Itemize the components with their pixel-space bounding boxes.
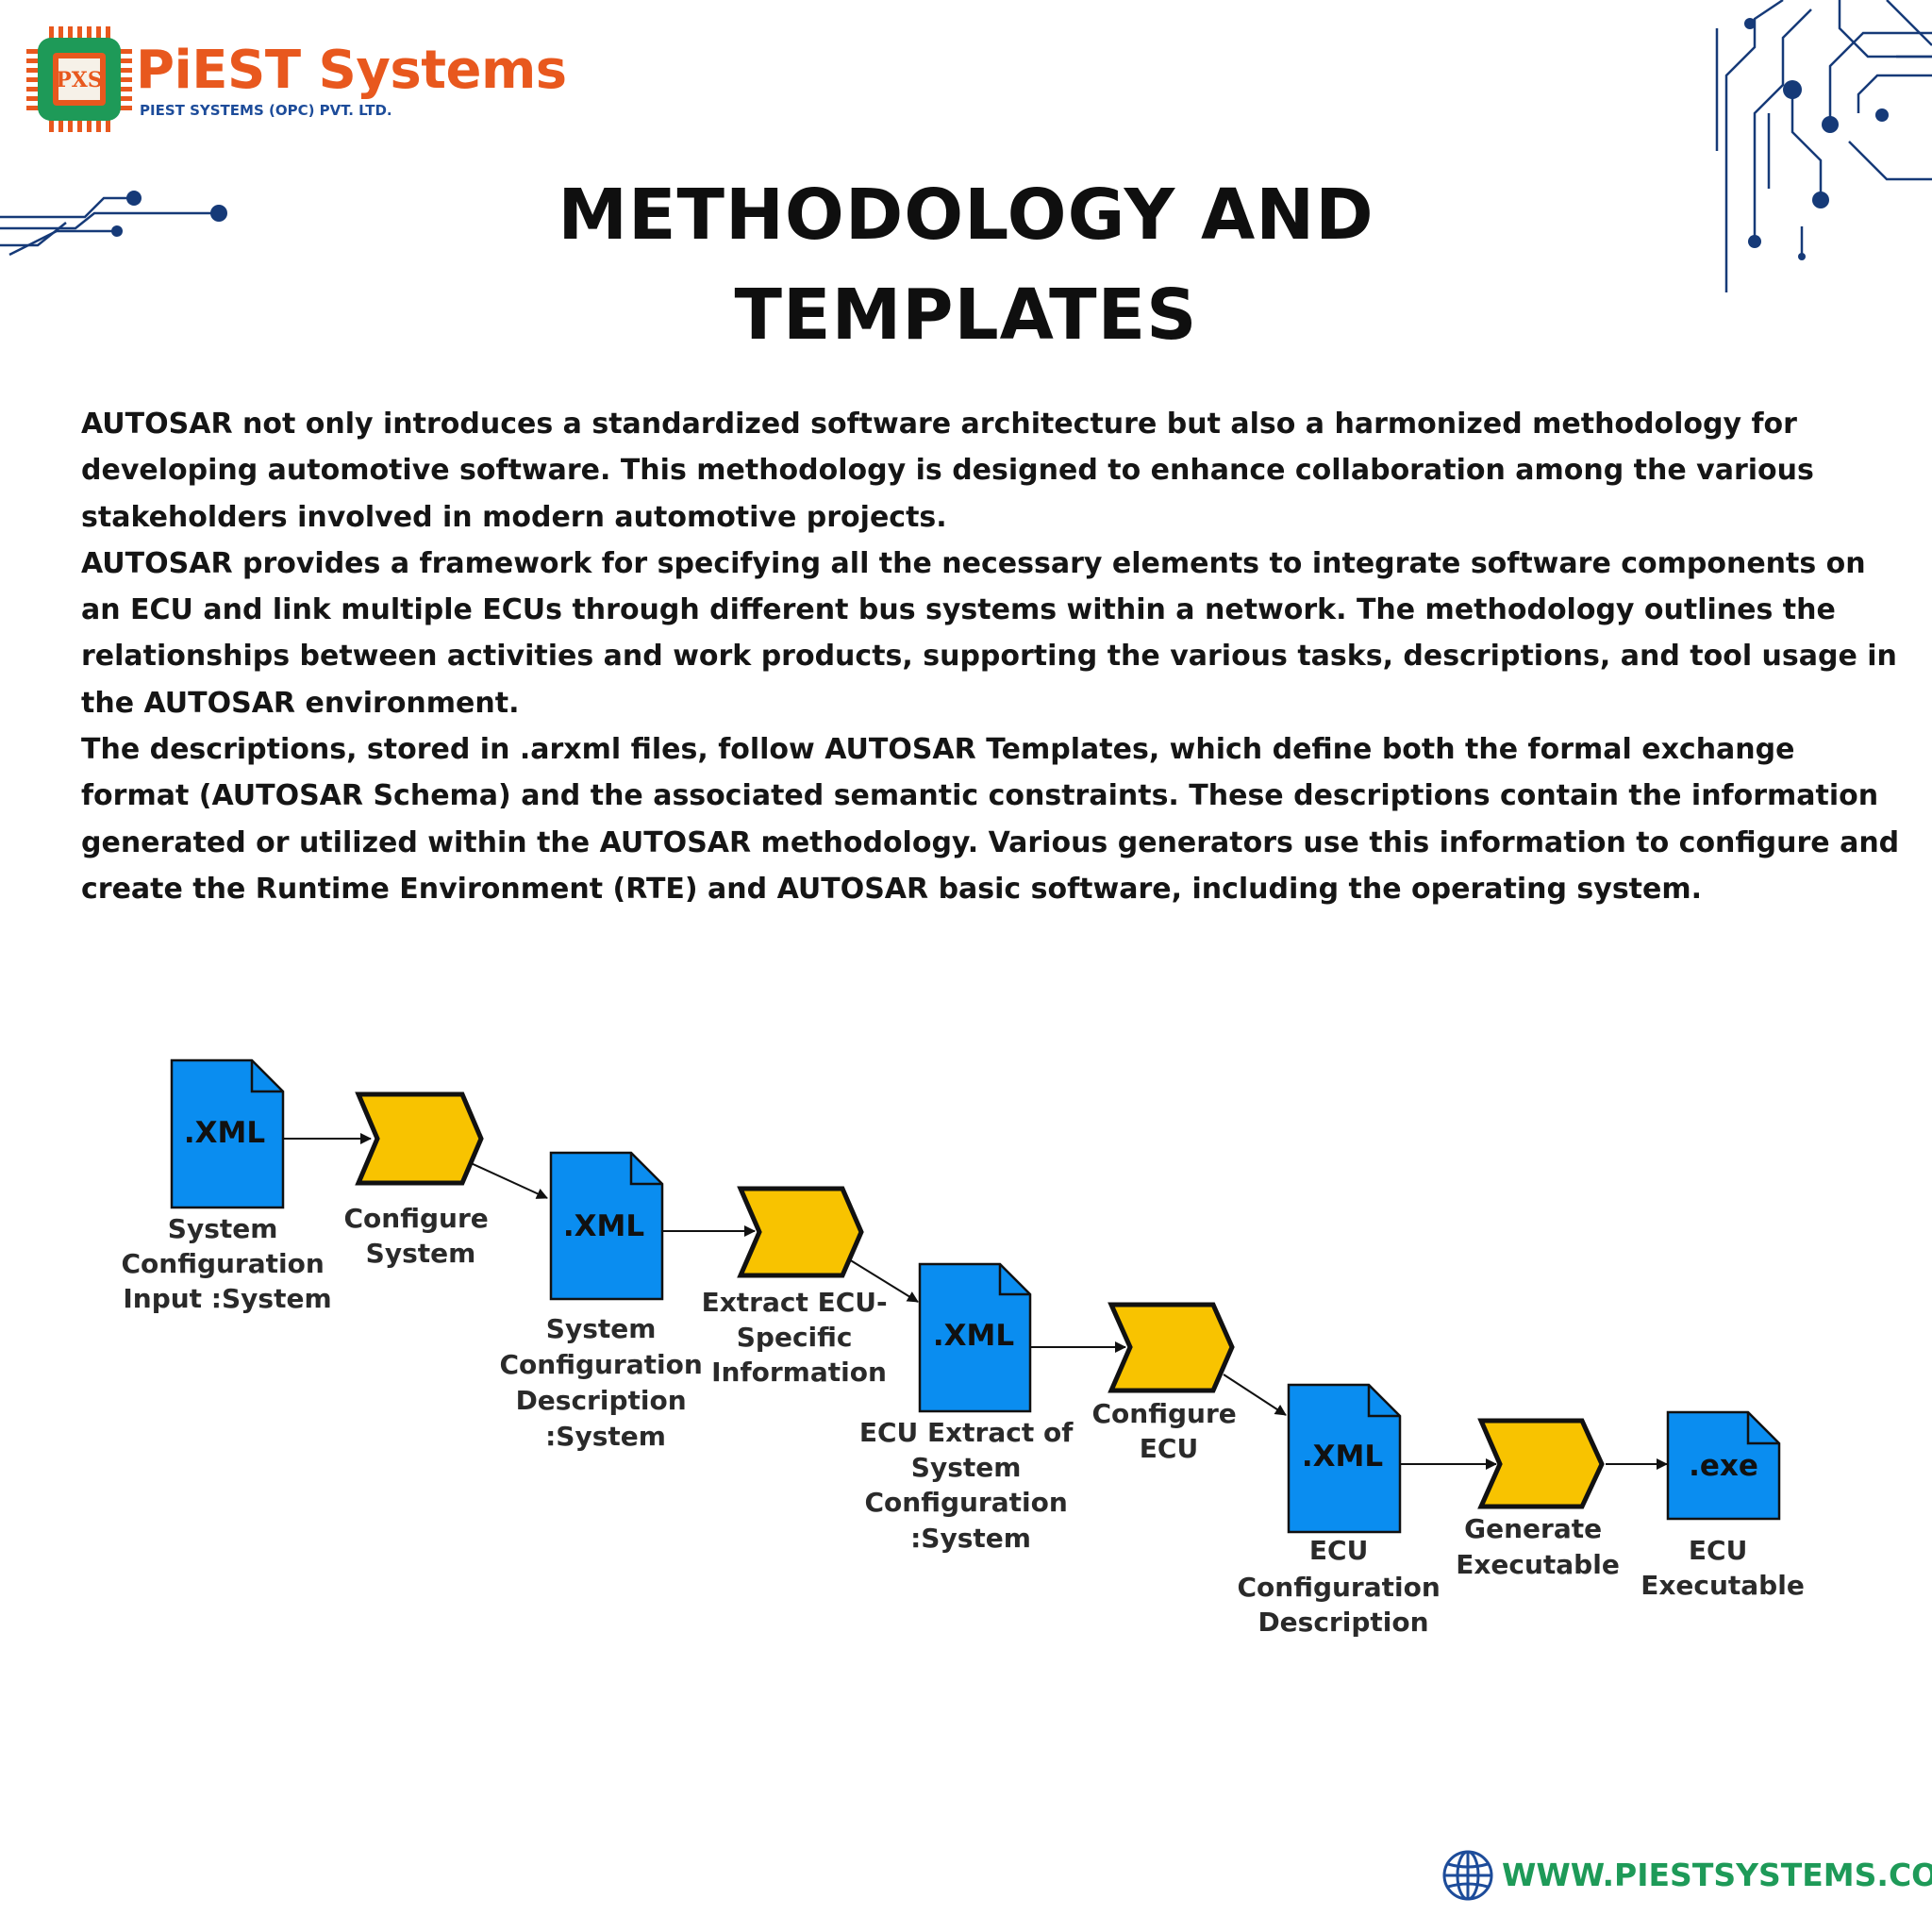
svg-text:Generate Executable: Generate Executable — [1456, 1513, 1620, 1580]
document-icon — [1666, 1410, 1781, 1521]
document-icon — [918, 1262, 1032, 1413]
connector-act2-to-doc3 — [848, 1258, 919, 1303]
website-link[interactable]: WWW.PIESTSYSTEMS.COM — [1441, 1847, 1932, 1904]
document-2-caption-line-2: Configuration — [499, 1349, 702, 1380]
exe-document-ecu-executable: .exe — [1666, 1410, 1781, 1521]
document-2-caption-line-4: :System — [545, 1421, 666, 1452]
paragraph-2: AUTOSAR provides a framework for specify… — [81, 546, 1897, 720]
document-4-caption-line-3: Description — [1257, 1607, 1428, 1638]
document-1-caption-line-3: Input :System — [123, 1283, 331, 1314]
activity-4-caption-line-2: Executable — [1456, 1549, 1620, 1580]
document-3-caption-line-4: :System — [910, 1523, 1031, 1554]
brand-name: PiEST Systems — [136, 40, 567, 101]
document-5-caption-line-1: ECU — [1689, 1535, 1747, 1566]
activity-extract-ecu-info-chevron — [737, 1186, 864, 1278]
paragraph-3: The descriptions, stored in .arxml files… — [81, 733, 1900, 906]
website-url[interactable]: WWW.PIESTSYSTEMS.COM — [1502, 1857, 1932, 1893]
activity-4-caption-line-1: Generate — [1464, 1513, 1602, 1544]
chip-letters: PXS — [56, 68, 103, 92]
document-3-caption-line-2: System — [911, 1452, 1022, 1483]
activity-generate-executable-chevron — [1477, 1418, 1605, 1509]
svg-text:System Configuration D: System Configuration Description :System — [499, 1313, 711, 1452]
svg-text:ECU Extract of System: ECU Extract of System Configuration :Sys… — [859, 1417, 1082, 1554]
document-4-caption-line-1: ECU — [1309, 1535, 1368, 1566]
document-file-label: .XML — [563, 1209, 644, 1243]
xml-document-ecu-extract: .XML — [918, 1262, 1032, 1413]
document-5-caption-line-2: Executable — [1641, 1570, 1805, 1601]
activity-2-caption-line-1: Extract ECU- — [702, 1287, 888, 1318]
document-1-caption-line-1: System — [168, 1213, 278, 1244]
body-text: AUTOSAR not only introduces a standardiz… — [81, 401, 1902, 912]
brand-logo: PXS PiEST Systems PIEST SYSTEMS (OPC) PV… — [25, 25, 567, 138]
svg-text:System Configuration I: System Configuration Input :System — [121, 1213, 333, 1314]
chip-logo-icon: PXS — [26, 26, 132, 132]
circuit-traces-decoration — [1715, 0, 1932, 292]
document-file-label: .exe — [1689, 1449, 1758, 1483]
document-icon — [549, 1151, 664, 1301]
document-4-caption-line-2: Configuration — [1237, 1572, 1440, 1603]
document-3-caption-line-3: Configuration — [864, 1487, 1067, 1518]
page-title: METHODOLOGY AND TEMPLATES — [0, 165, 1932, 365]
document-icon — [1287, 1383, 1402, 1534]
document-1-caption-line-2: Configuration — [121, 1248, 324, 1279]
svg-text:Configure System: Configure System — [344, 1203, 498, 1269]
activity-1-caption-line-2: System — [366, 1238, 476, 1269]
activity-3-caption-line-2: ECU — [1140, 1433, 1198, 1464]
globe-icon — [1442, 1850, 1493, 1901]
document-icon — [170, 1058, 285, 1209]
document-3-caption-line-1: ECU Extract of — [859, 1417, 1074, 1448]
xml-document-ecu-config-description: .XML — [1287, 1383, 1402, 1534]
document-2-caption-line-3: Description — [516, 1385, 687, 1416]
document-file-label: .XML — [184, 1116, 265, 1150]
activity-2-caption-line-3: Information — [711, 1357, 887, 1388]
xml-document-system-config-description: .XML — [549, 1151, 664, 1301]
activity-configure-ecu-chevron — [1108, 1302, 1235, 1393]
title-line-2: TEMPLATES — [734, 275, 1198, 356]
activity-1-caption-line-1: Configure — [344, 1203, 489, 1234]
title-line-1: METHODOLOGY AND — [558, 175, 1374, 256]
paragraph-1: AUTOSAR not only introduces a standardiz… — [81, 408, 1814, 534]
activity-configure-system-chevron — [355, 1091, 484, 1186]
activity-3-caption-line-1: Configure — [1092, 1398, 1237, 1429]
circuit-lines-decoration — [0, 191, 227, 257]
svg-text:ECU Configuration Desc: ECU Configuration Description — [1237, 1535, 1449, 1638]
svg-text:Extract ECU- Specific: Extract ECU- Specific Information — [702, 1287, 897, 1388]
document-2-caption-line-1: System — [546, 1313, 657, 1344]
activity-2-caption-line-2: Specific — [737, 1322, 853, 1353]
connector-act3-to-doc4 — [1223, 1374, 1287, 1416]
brand-subtitle: PIEST SYSTEMS (OPC) PVT. LTD. — [140, 102, 392, 119]
connector-act1-to-doc2 — [468, 1161, 548, 1199]
document-file-label: .XML — [1302, 1440, 1383, 1474]
svg-text:Configure ECU: Configure ECU — [1092, 1398, 1246, 1464]
document-file-label: .XML — [933, 1319, 1014, 1353]
xml-document-system-config-input: .XML — [170, 1058, 285, 1209]
svg-text:ECU Executable: ECU Executable — [1641, 1535, 1805, 1601]
